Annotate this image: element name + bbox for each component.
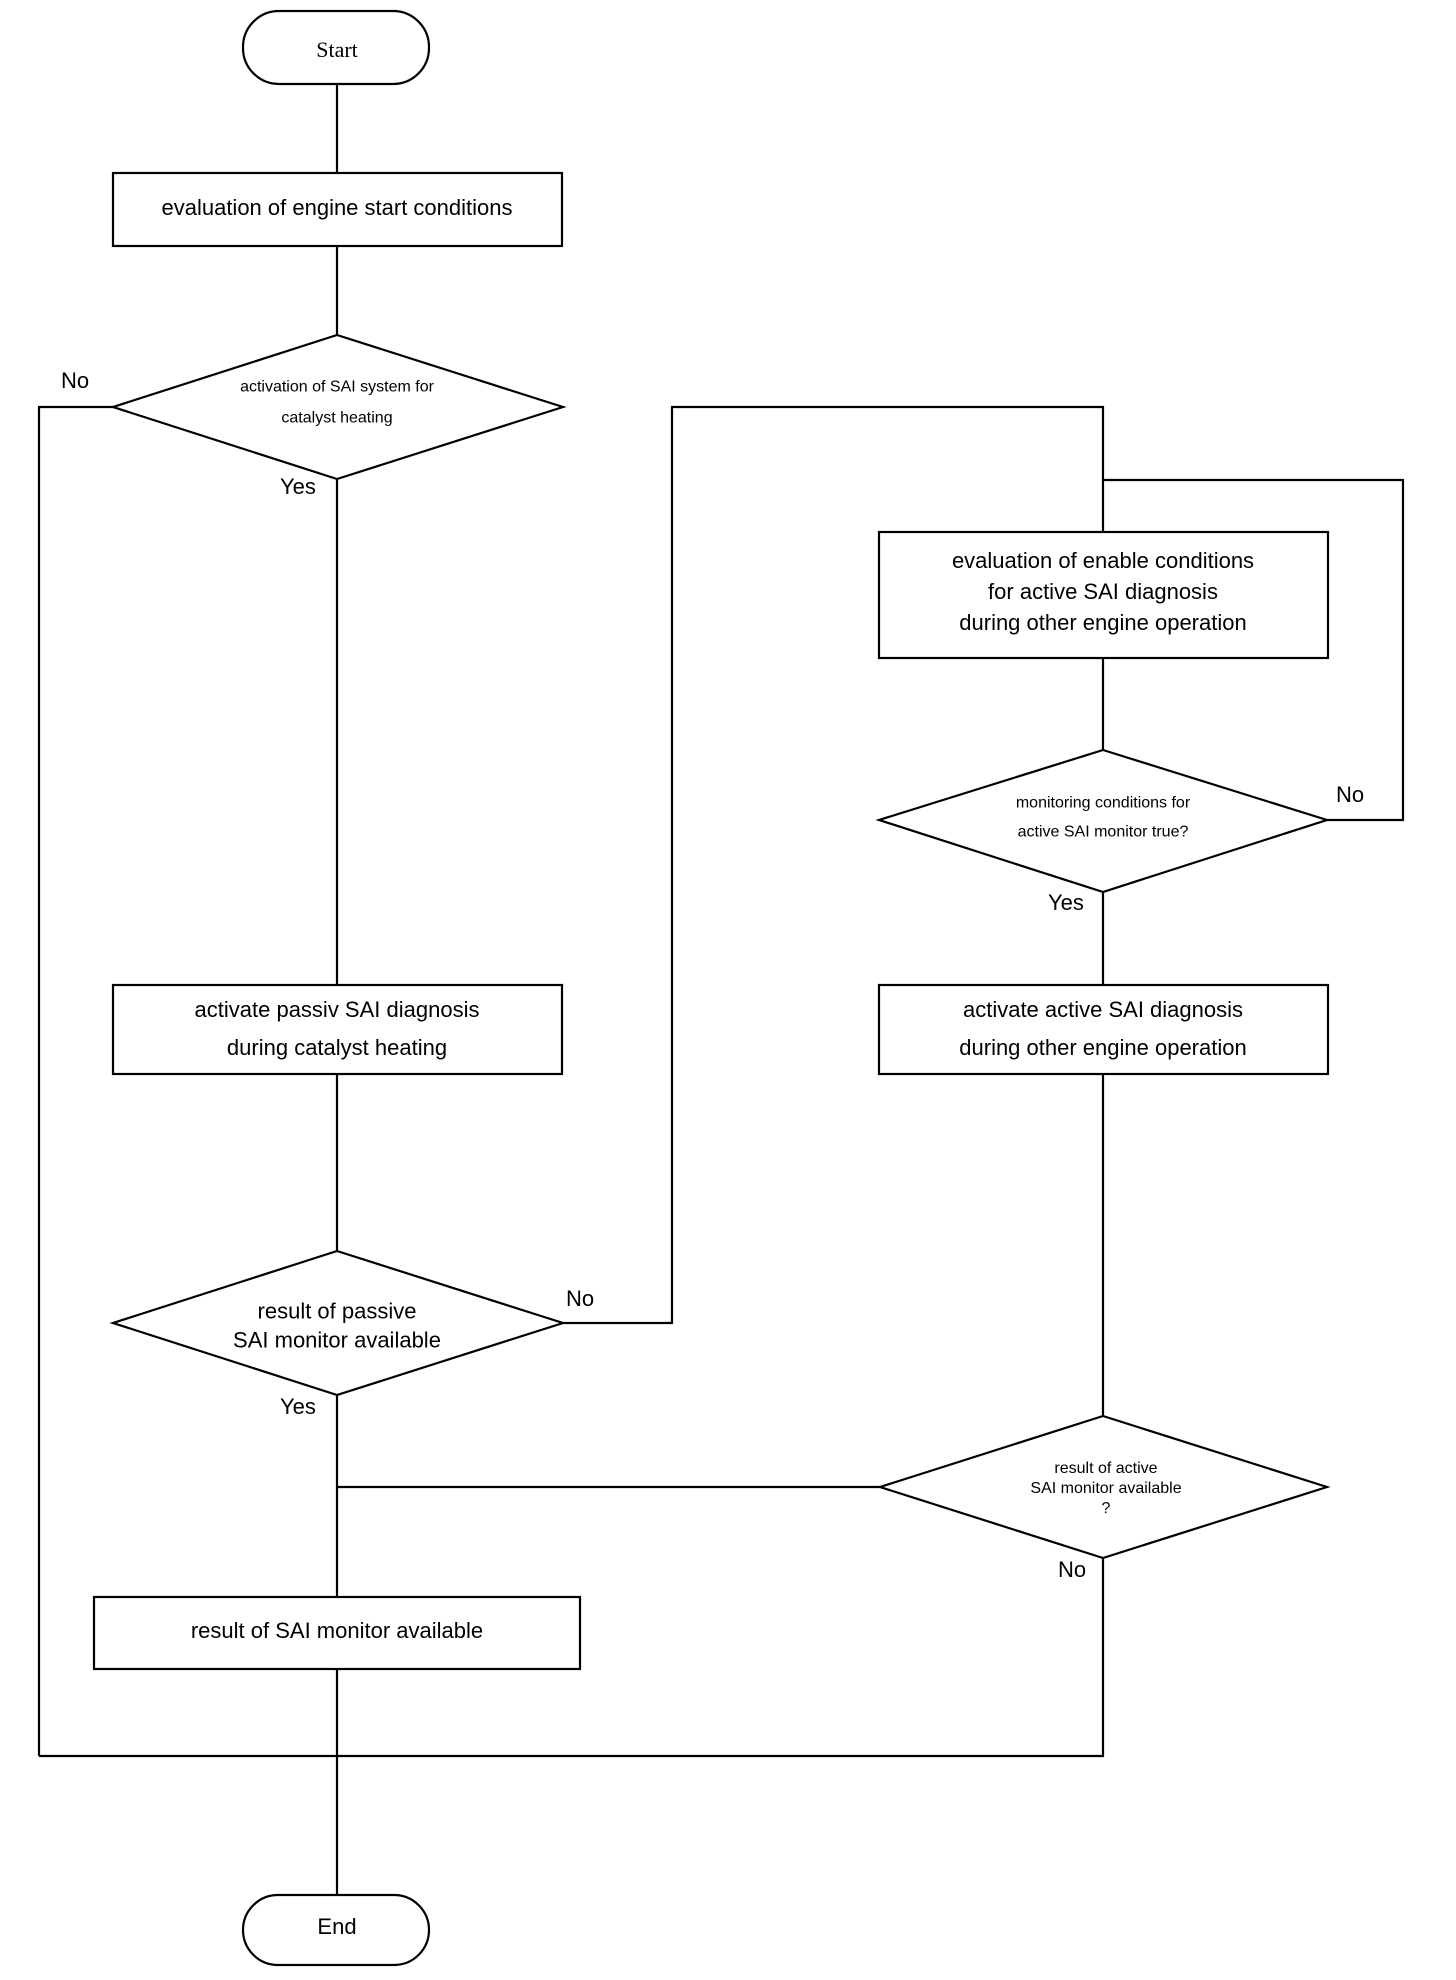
monitor-conditions-decision-label-line-1: monitoring conditions for bbox=[1016, 795, 1191, 812]
catalyst-heating-decision-label: activation of SAI system for catalyst hea… bbox=[240, 379, 435, 427]
active-diagnosis-label-line-1: activate active SAI diagnosis bbox=[963, 997, 1243, 1022]
start-label: Start bbox=[316, 37, 358, 62]
sai-result-label-line-1: result of SAI monitor available bbox=[191, 1618, 483, 1643]
passive-diagnosis-label: activate passiv SAI diagnosis during cata… bbox=[195, 997, 480, 1060]
passive-result-decision-label-line-1: result of passive bbox=[258, 1298, 417, 1323]
sai-result-label: result of SAI monitor available bbox=[191, 1618, 483, 1643]
active-diagnosis-label-line-2: during other engine operation bbox=[959, 1035, 1246, 1060]
enable-conditions-evaluation-label-line-2: for active SAI diagnosis bbox=[988, 579, 1218, 604]
edge-label-monitor-yes: Yes bbox=[1048, 890, 1084, 915]
edge-label-active-no: No bbox=[1058, 1557, 1086, 1582]
monitor-conditions-decision bbox=[875, 748, 1331, 894]
edge-label-monitor-no: No bbox=[1336, 782, 1364, 807]
edge-monitor-no-loop bbox=[1103, 478, 1405, 822]
catalyst-heating-decision bbox=[109, 333, 567, 481]
active-result-decision-label-line-2: SAI monitor available bbox=[1030, 1480, 1181, 1497]
edge-catalyst-no-to-end-bus bbox=[37, 405, 114, 1756]
engine-start-evaluation-box bbox=[111, 171, 564, 248]
passive-diagnosis-box bbox=[111, 983, 564, 1076]
passive-diagnosis-label-line-2: during catalyst heating bbox=[227, 1035, 447, 1060]
end-terminal bbox=[241, 1893, 431, 1967]
start-label-line-1: Start bbox=[316, 37, 358, 62]
engine-start-evaluation-label: evaluation of engine start conditions bbox=[161, 195, 512, 220]
active-result-decision bbox=[876, 1414, 1331, 1560]
enable-conditions-evaluation-label-line-1: evaluation of enable conditions bbox=[952, 548, 1254, 573]
passive-result-decision-label-line-2: SAI monitor available bbox=[233, 1327, 441, 1352]
connectors bbox=[37, 84, 1405, 1895]
passive-diagnosis-label-line-1: activate passiv SAI diagnosis bbox=[195, 997, 480, 1022]
edge-label-passive-no: No bbox=[566, 1286, 594, 1311]
passive-result-decision bbox=[109, 1249, 567, 1397]
catalyst-heating-decision-label-line-2: catalyst heating bbox=[281, 410, 392, 427]
monitor-conditions-decision-label-line-2: active SAI monitor true? bbox=[1018, 824, 1189, 841]
active-diagnosis-box bbox=[877, 983, 1330, 1076]
edge-label-catalyst-yes: Yes bbox=[280, 474, 316, 499]
end-label-line-1: End bbox=[317, 1914, 356, 1939]
active-diagnosis-label: activate active SAI diagnosis during othe… bbox=[959, 997, 1246, 1060]
end-label: End bbox=[317, 1914, 356, 1939]
enable-conditions-evaluation-box bbox=[877, 530, 1330, 660]
start-terminal bbox=[241, 9, 431, 86]
edge-label-passive-yes: Yes bbox=[280, 1394, 316, 1419]
active-result-decision-label-line-1: result of active bbox=[1054, 1460, 1157, 1477]
monitor-conditions-decision-label: monitoring conditions for active SAI moni… bbox=[1016, 795, 1191, 841]
edge-passive-no-to-enable-eval bbox=[563, 405, 1105, 1325]
sai-result-box bbox=[92, 1595, 582, 1671]
edge-active-no-to-end-bus bbox=[39, 1558, 1105, 1758]
edge-label-catalyst-no: No bbox=[61, 368, 89, 393]
active-result-decision-label-line-3: ? bbox=[1102, 1500, 1111, 1517]
catalyst-heating-decision-label-line-1: activation of SAI system for bbox=[240, 379, 435, 396]
engine-start-evaluation-label-line-1: evaluation of engine start conditions bbox=[161, 195, 512, 220]
enable-conditions-evaluation-label-line-3: during other engine operation bbox=[959, 610, 1246, 635]
enable-conditions-evaluation-label: evaluation of enable conditions for activ… bbox=[952, 548, 1254, 635]
